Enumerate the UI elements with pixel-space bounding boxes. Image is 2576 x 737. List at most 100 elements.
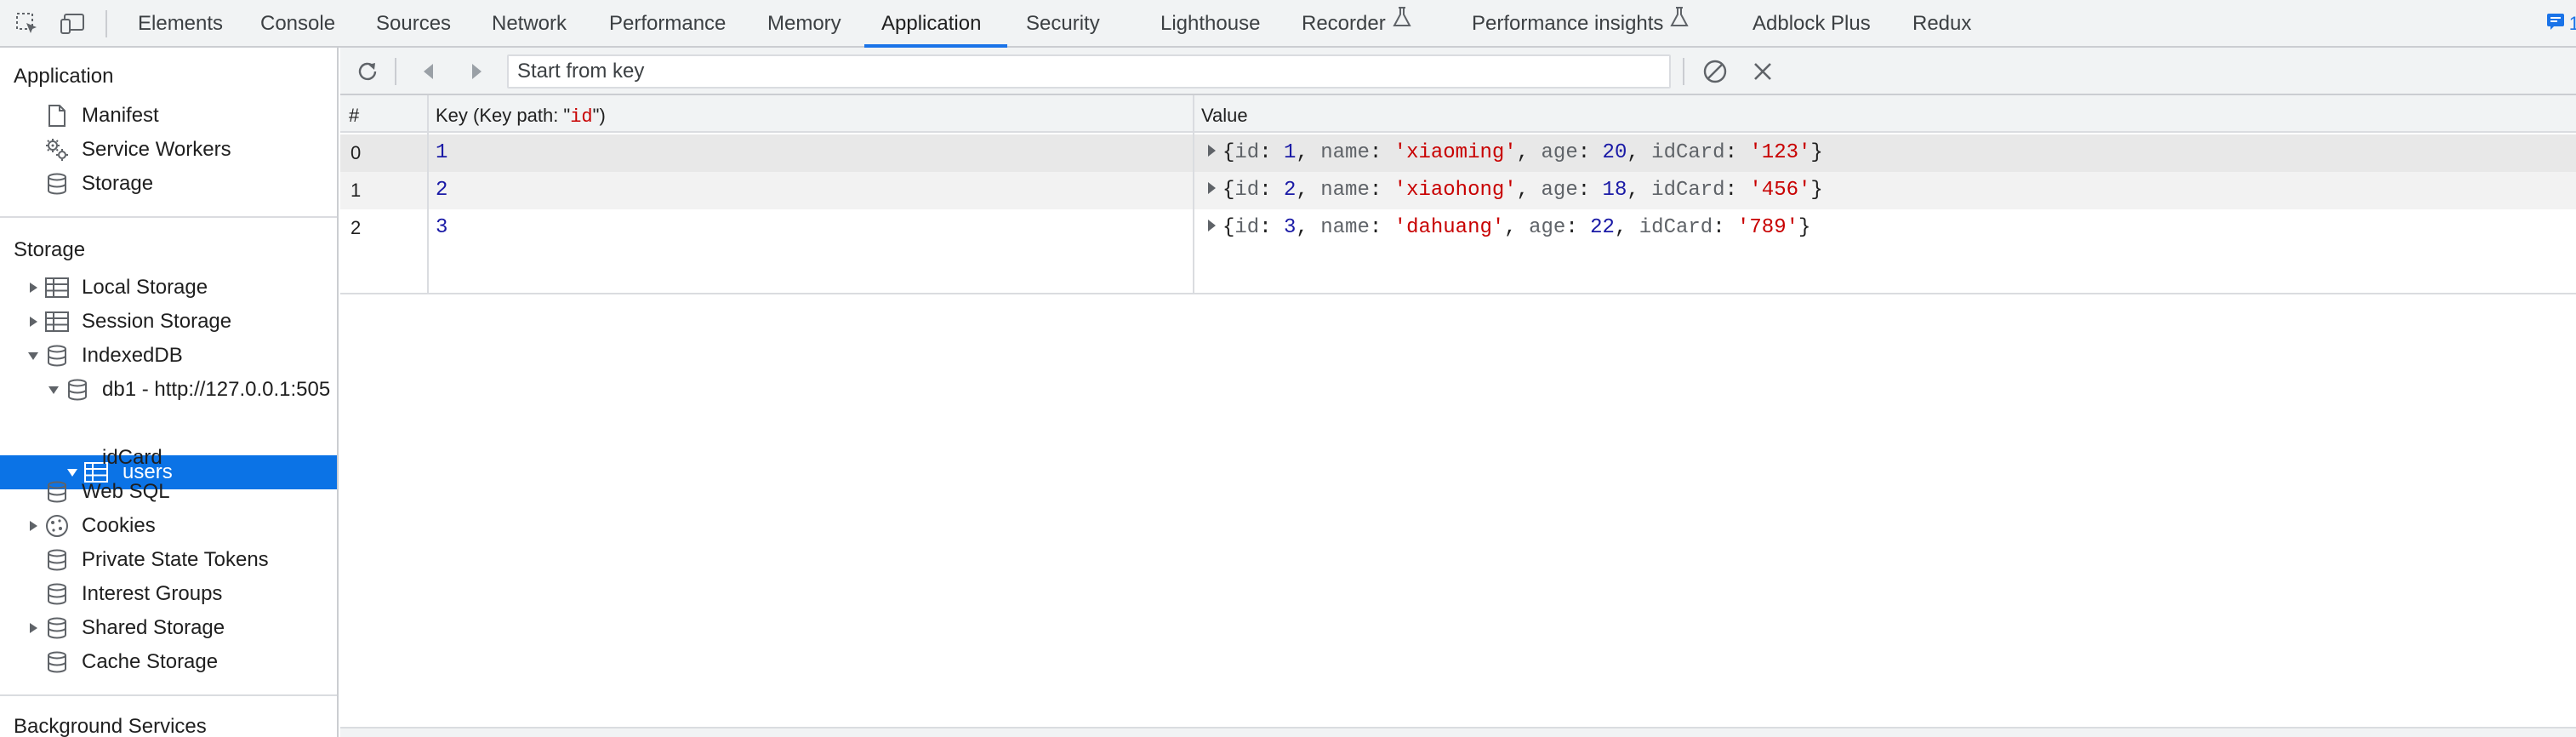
delete-selected-icon[interactable] xyxy=(1747,56,1778,87)
tab-elements[interactable]: Elements xyxy=(138,12,224,35)
previous-page-icon[interactable] xyxy=(413,56,444,87)
row-index: 1 xyxy=(350,180,362,201)
database-icon xyxy=(44,343,70,368)
tab-lighthouse[interactable]: Lighthouse xyxy=(1160,12,1261,35)
row-key: 2 xyxy=(436,179,448,202)
database-icon xyxy=(44,615,70,641)
chevron-down-icon[interactable] xyxy=(66,466,78,478)
experiment-flask-icon xyxy=(1393,0,1411,46)
refresh-icon[interactable] xyxy=(352,56,383,87)
sidebar-divider xyxy=(0,216,337,218)
sidebar-item-object-store-users[interactable]: users xyxy=(0,455,337,489)
tab-console[interactable]: Console xyxy=(260,12,336,35)
sidebar-item-cache-storage[interactable]: Cache Storage xyxy=(0,645,337,679)
data-grid-toolbar xyxy=(340,48,2576,95)
table-icon xyxy=(83,460,109,485)
expand-arrow-icon[interactable] xyxy=(1208,181,1216,194)
sidebar-item-service-workers[interactable]: Service Workers xyxy=(0,133,337,167)
issues-badge[interactable]: 1 xyxy=(2545,12,2576,36)
chevron-down-icon[interactable] xyxy=(48,384,60,396)
row-value[interactable]: {id: 1, name: 'xiaoming', age: 20, idCar… xyxy=(1208,134,1823,172)
chevron-right-icon[interactable] xyxy=(27,282,39,294)
sidebar-item-session-storage[interactable]: Session Storage xyxy=(0,305,337,339)
sidebar-item-label: Web SQL xyxy=(82,480,170,503)
sidebar-item-manifest[interactable]: Manifest xyxy=(0,99,337,133)
row-key: 3 xyxy=(436,216,448,239)
sidebar-section-background-services: Background Services xyxy=(14,715,207,737)
gears-icon xyxy=(44,137,70,163)
tab-memory[interactable]: Memory xyxy=(767,12,841,35)
tab-network[interactable]: Network xyxy=(492,12,567,35)
panel-bottom-edge xyxy=(340,727,2576,737)
column-divider[interactable] xyxy=(1193,95,1194,293)
sidebar-item-cookies[interactable]: Cookies xyxy=(0,509,337,543)
tab-adblock-plus[interactable]: Adblock Plus xyxy=(1752,12,1871,35)
data-grid-header: # Key (Key path: "id") Value xyxy=(340,95,2576,133)
sidebar-item-database-db1[interactable]: db1 - http://127.0.0.1:505 xyxy=(0,373,337,407)
sidebar-section-storage: Storage xyxy=(14,238,86,261)
sidebar-item-private-state-tokens[interactable]: Private State Tokens xyxy=(0,543,337,577)
toolbar-divider xyxy=(1683,58,1684,85)
cookie-icon xyxy=(44,513,70,539)
row-value[interactable]: {id: 3, name: 'dahuang', age: 22, idCard… xyxy=(1208,209,1810,247)
key-header-prefix: Key (Key path: " xyxy=(436,105,571,126)
issues-message-icon xyxy=(2545,11,2566,37)
sidebar-item-label: idCard xyxy=(102,446,162,469)
sidebar-item-label: IndexedDB xyxy=(82,344,183,367)
sidebar-item-local-storage[interactable]: Local Storage xyxy=(0,271,337,305)
key-path-value: id xyxy=(570,106,593,128)
tab-performance-insights-label: Performance insights xyxy=(1472,12,1664,35)
sidebar-item-label: Storage xyxy=(82,172,154,195)
table-row[interactable]: 0 1 {id: 1, name: 'xiaoming', age: 20, i… xyxy=(340,134,2576,172)
chevron-right-icon[interactable] xyxy=(27,316,39,328)
column-divider[interactable] xyxy=(427,95,429,293)
table-row[interactable]: 2 3 {id: 3, name: 'dahuang', age: 22, id… xyxy=(340,209,2576,247)
tab-security[interactable]: Security xyxy=(1026,12,1100,35)
database-icon xyxy=(44,649,70,675)
key-header-suffix: ") xyxy=(592,105,606,126)
expand-arrow-icon[interactable] xyxy=(1208,144,1216,157)
indexeddb-object-store-view: # Key (Key path: "id") Value 0 1 {id: 1,… xyxy=(340,48,2576,737)
database-icon xyxy=(44,171,70,197)
chevron-right-icon[interactable] xyxy=(27,520,39,532)
sidebar-item-label: users xyxy=(123,460,173,483)
sidebar-item-label: Service Workers xyxy=(82,138,231,161)
column-header-value[interactable]: Value xyxy=(1201,105,1248,126)
sidebar-item-shared-storage[interactable]: Shared Storage xyxy=(0,611,337,645)
clear-object-store-icon[interactable] xyxy=(1700,56,1730,87)
sidebar-item-web-sql[interactable]: Web SQL xyxy=(0,475,337,509)
sidebar-item-interest-groups[interactable]: Interest Groups xyxy=(0,577,337,611)
tab-redux[interactable]: Redux xyxy=(1912,12,1972,35)
toolbar-divider xyxy=(395,58,396,85)
sidebar-item-index-idcard[interactable]: idCard xyxy=(0,441,337,475)
sidebar-item-label: db1 - http://127.0.0.1:505 xyxy=(102,378,331,401)
tab-performance[interactable]: Performance xyxy=(609,12,727,35)
tab-recorder-label: Recorder xyxy=(1302,12,1386,35)
sidebar-item-storage-overview[interactable]: Storage xyxy=(0,167,337,201)
device-toolbar-icon[interactable] xyxy=(58,9,88,39)
chevron-right-icon[interactable] xyxy=(27,622,39,634)
tab-recorder[interactable]: Recorder xyxy=(1302,0,1411,48)
document-icon xyxy=(44,103,70,129)
sidebar-item-label: Session Storage xyxy=(82,310,232,333)
start-from-key-input[interactable] xyxy=(507,54,1671,89)
toolbar-divider xyxy=(105,10,107,37)
sidebar-item-label: Interest Groups xyxy=(82,582,223,605)
table-row[interactable]: 1 2 {id: 2, name: 'xiaohong', age: 18, i… xyxy=(340,172,2576,209)
inspect-element-icon[interactable] xyxy=(12,9,43,39)
chevron-down-icon[interactable] xyxy=(27,350,39,362)
application-sidebar: Application Manifest Service Workers Sto… xyxy=(0,48,339,737)
tab-performance-insights[interactable]: Performance insights xyxy=(1472,0,1690,48)
column-header-index[interactable]: # xyxy=(349,105,360,126)
active-tab-indicator xyxy=(864,44,1007,48)
table-icon xyxy=(44,309,70,334)
column-header-key[interactable]: Key (Key path: "id") xyxy=(436,95,606,133)
sidebar-item-label: Shared Storage xyxy=(82,616,225,639)
tab-sources[interactable]: Sources xyxy=(376,12,452,35)
sidebar-divider xyxy=(0,694,337,696)
sidebar-item-indexeddb[interactable]: IndexedDB xyxy=(0,339,337,373)
expand-arrow-icon[interactable] xyxy=(1208,219,1216,231)
row-value[interactable]: {id: 2, name: 'xiaohong', age: 18, idCar… xyxy=(1208,172,1823,209)
next-page-icon[interactable] xyxy=(461,56,492,87)
tab-application[interactable]: Application xyxy=(881,12,982,35)
